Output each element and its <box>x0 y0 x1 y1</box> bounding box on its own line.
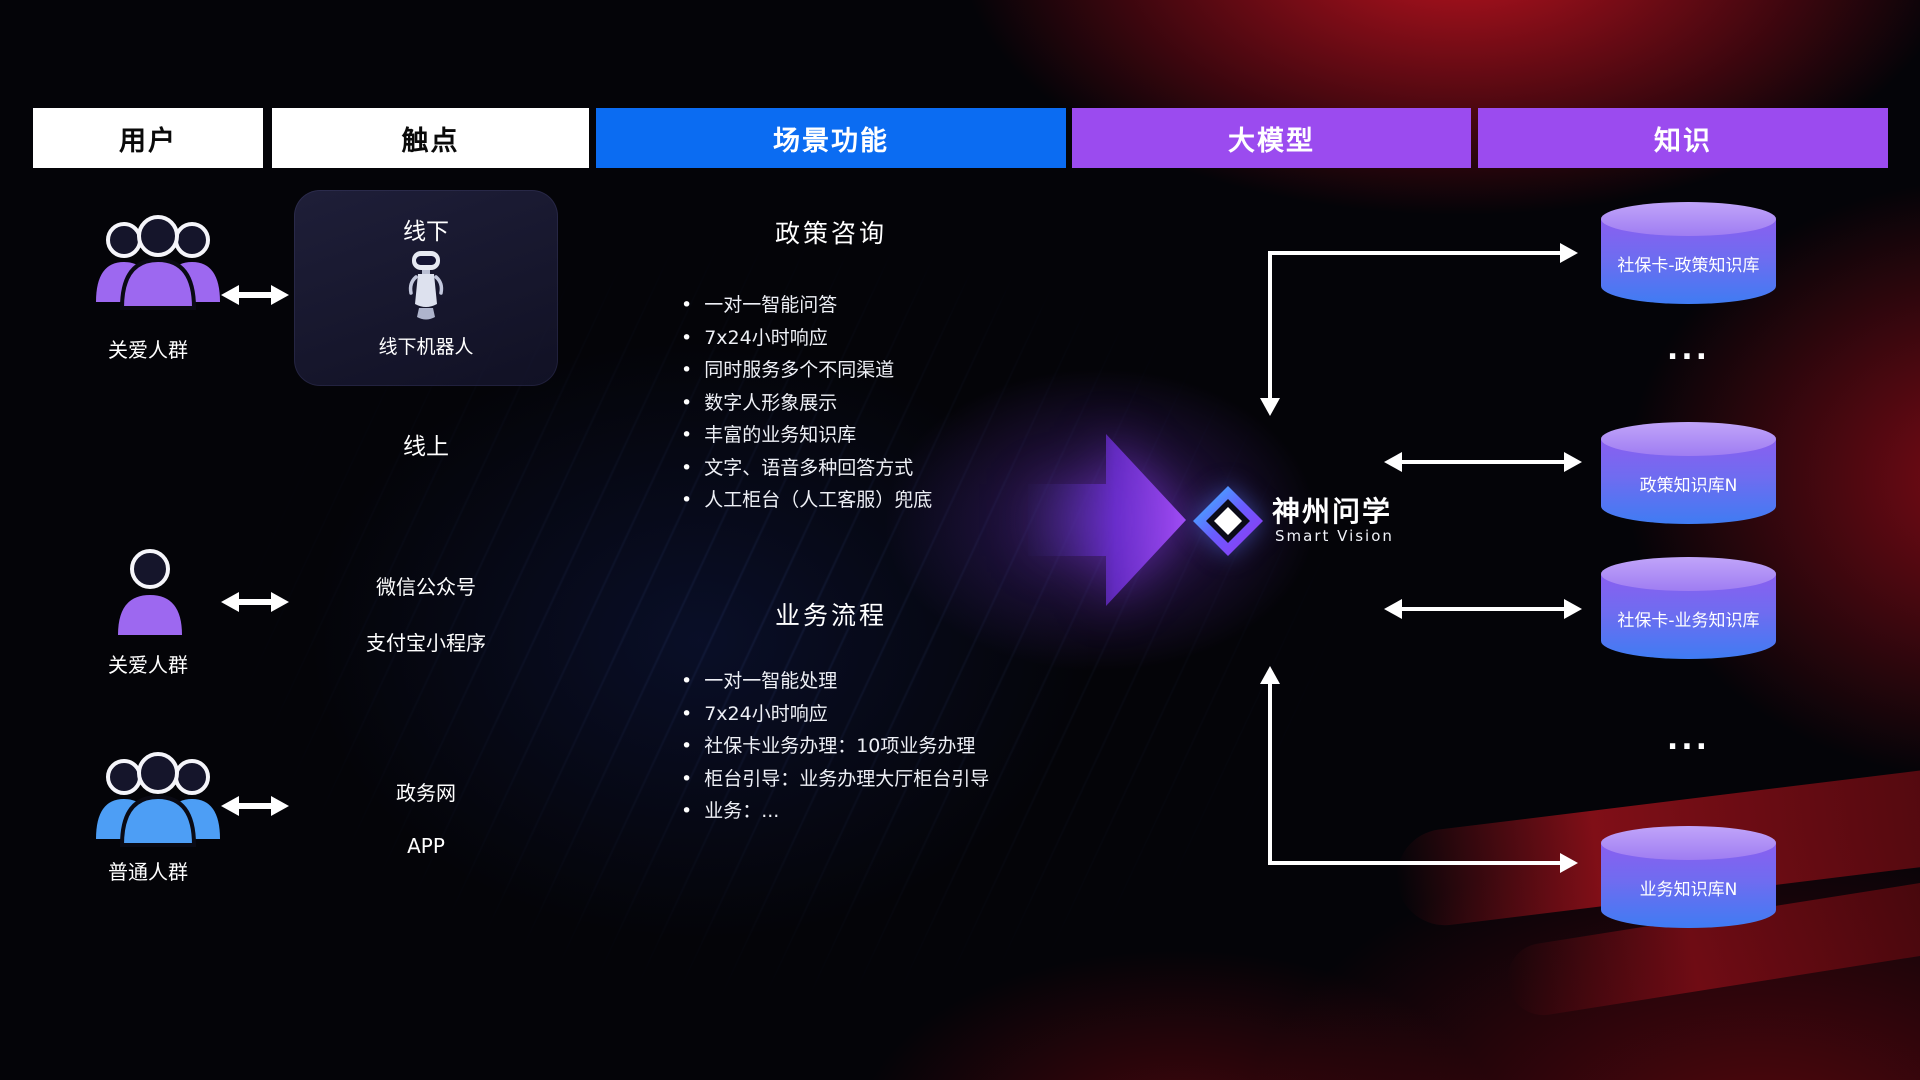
robot-icon <box>406 250 446 328</box>
db-label: 业务知识库N <box>1639 879 1738 900</box>
column-header-scenario: 场景功能 <box>596 108 1066 168</box>
offline-title: 线下 <box>403 219 449 245</box>
list-item: 一对一智能处理 <box>681 665 989 698</box>
user-group-icon-care-1 <box>88 208 228 324</box>
user-label-care-2: 关爱人群 <box>108 653 188 677</box>
touchpoint-app: APP <box>407 834 445 858</box>
list-item: 文字、语音多种回答方式 <box>681 452 932 485</box>
touchpoint-gov-web: 政务网 <box>396 781 456 805</box>
list-item: 同时服务多个不同渠道 <box>681 354 932 387</box>
touchpoint-alipay: 支付宝小程序 <box>366 631 486 655</box>
model-name: 神州问学 <box>1272 495 1393 528</box>
flow-arrow-icon <box>1028 420 1188 624</box>
column-header-users: 用户 <box>33 108 263 168</box>
knowledge-db-policy-social: 社保卡-政策知识库 <box>1601 202 1776 304</box>
list-item: 丰富的业务知识库 <box>681 419 932 452</box>
db-label: 社保卡-政策知识库 <box>1617 255 1760 276</box>
scenario-business-list: 一对一智能处理 7x24小时响应 社保卡业务办理：10项业务办理 柜台引导：业务… <box>681 665 989 828</box>
ellipsis-more-dbs: ... <box>1666 722 1711 757</box>
user-label-care-1: 关爱人群 <box>108 338 188 362</box>
list-item: 数字人形象展示 <box>681 387 932 420</box>
list-item: 7x24小时响应 <box>681 322 932 355</box>
column-header-knowledge: 知识 <box>1478 108 1888 168</box>
knowledge-db-policy-n: 政策知识库N <box>1601 422 1776 524</box>
list-item: 社保卡业务办理：10项业务办理 <box>681 730 989 763</box>
column-header-touchpoint: 触点 <box>272 108 589 168</box>
smart-vision-logo-icon <box>1190 483 1266 563</box>
list-item: 人工柜台（人工客服）兜底 <box>681 484 932 517</box>
arrow-user3-touchpoint <box>221 796 289 816</box>
arrow-user2-touchpoint <box>221 592 289 612</box>
touchpoint-wechat: 微信公众号 <box>376 575 476 599</box>
list-item: 柜台引导：业务办理大厅柜台引导 <box>681 763 989 796</box>
user-group-icon-general <box>88 745 228 861</box>
knowledge-db-business-social: 社保卡-业务知识库 <box>1601 557 1776 659</box>
list-item: 一对一智能问答 <box>681 289 932 322</box>
arrow-model-db1-elbow <box>1260 243 1578 416</box>
scenario-title-policy: 政策咨询 <box>774 219 887 248</box>
scenario-title-business: 业务流程 <box>774 601 887 630</box>
scenario-policy-list: 一对一智能问答 7x24小时响应 同时服务多个不同渠道 数字人形象展示 丰富的业… <box>681 289 932 517</box>
column-header-model: 大模型 <box>1072 108 1471 168</box>
offline-robot-label: 线下机器人 <box>378 336 474 358</box>
online-title: 线上 <box>403 434 449 460</box>
arrow-model-db4-elbow <box>1260 666 1578 873</box>
list-item: 7x24小时响应 <box>681 698 989 731</box>
model-subtitle: Smart Vision <box>1275 527 1394 545</box>
arrow-model-db2-bidirectional <box>1384 452 1582 472</box>
user-label-general: 普通人群 <box>108 860 188 884</box>
db-label: 政策知识库N <box>1639 475 1738 496</box>
arrow-user1-touchpoint <box>221 285 289 305</box>
ellipsis-more-dbs: ... <box>1666 332 1711 367</box>
knowledge-db-business-n: 业务知识库N <box>1601 826 1776 928</box>
db-label: 社保卡-业务知识库 <box>1617 610 1760 631</box>
arrow-model-db3-bidirectional <box>1384 599 1582 619</box>
list-item: 业务：... <box>681 795 989 828</box>
user-single-icon-care-2 <box>112 545 188 645</box>
